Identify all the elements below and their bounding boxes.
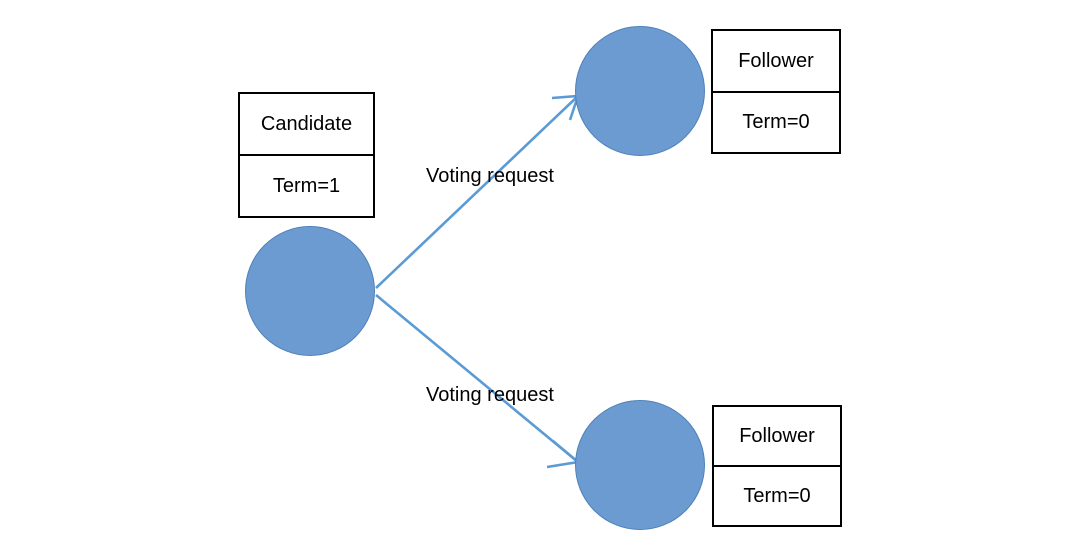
follower-bottom-term-label: Term=0 [743,485,811,507]
candidate-role-label: Candidate [240,94,373,156]
edge-top-line [375,95,579,289]
edge-label-voting-request-top: Voting request [426,165,554,187]
info-box-follower-bottom: Follower Term=0 [712,405,842,527]
node-circle-follower-top[interactable] [575,26,705,156]
info-box-follower-top: Follower Term=0 [711,29,841,154]
edge-top-arrow [375,94,580,289]
edge-bottom-arrowhead-icon [546,440,582,469]
follower-bottom-role-label: Follower [714,407,840,467]
node-circle-candidate[interactable] [245,226,375,356]
edge-bottom-arrow [375,293,582,469]
follower-top-term-label: Term=0 [742,111,810,134]
node-circle-follower-bottom[interactable] [575,400,705,530]
candidate-term-label: Term=1 [272,175,341,197]
info-box-candidate: Candidate Term=1 [238,92,375,218]
follower-top-role-label: Follower [713,31,839,93]
edge-label-voting-request-bottom: Voting request [426,384,554,406]
edge-bottom-line [375,293,579,464]
